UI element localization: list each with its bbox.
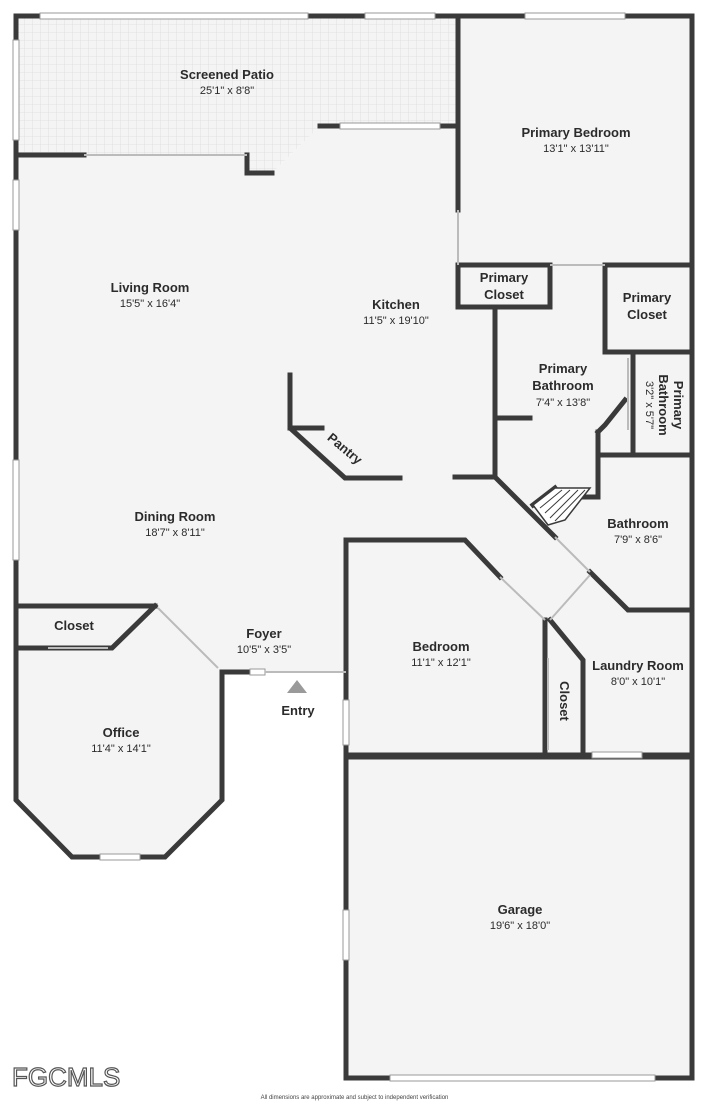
dining-room-name: Dining Room [135,509,216,524]
bedroom-name: Bedroom [412,639,469,654]
primary-bathroom-dims: 7'4" x 13'8" [536,397,590,409]
primary-bathroom-small-line1: Primary [671,381,686,430]
laundry-room-dims: 8'0" x 10'1" [611,676,665,688]
primary-bedroom-dims: 13'1" x 13'11" [543,143,609,155]
foyer-name: Foyer [246,626,281,641]
kitchen-dims: 11'5" x 19'10" [363,315,429,327]
primary-bathroom-small-line2: Bathroom [656,374,671,435]
laundry-room-name: Laundry Room [592,658,684,673]
primary-bathroom-line2: Bathroom [532,378,593,393]
entry-name: Entry [281,703,315,718]
bedroom-dims: 11'1" x 12'1" [411,657,471,669]
office-dims: 11'4" x 14'1" [91,743,151,755]
primary-closet-1-line1: Primary [480,270,529,285]
foyer-dims: 10'5" x 3'5" [237,644,291,656]
primary-closet-2-line2: Closet [627,307,667,322]
bathroom-dims: 7'9" x 8'6" [614,534,662,546]
primary-bathroom-small-dims: 3'2" x 5'7" [643,381,655,429]
floor-areas [16,16,692,1078]
living-room-name: Living Room [111,280,190,295]
primary-bedroom-name: Primary Bedroom [521,125,630,140]
kitchen-name: Kitchen [372,297,420,312]
brand-logo: FGCMLS [11,1061,121,1092]
dining-room-dims: 18'7" x 8'11" [145,527,205,539]
bathroom-name: Bathroom [607,516,668,531]
primary-closet-2-line1: Primary [623,290,672,305]
windows [12,12,656,1082]
entry-arrow-icon [287,680,307,693]
garage-dims: 19'6" x 18'0" [490,920,550,932]
garage-floor [346,757,692,1078]
disclaimer-text: All dimensions are approximate and subje… [260,1095,449,1101]
doorways [48,154,629,750]
screened-patio-name: Screened Patio [180,67,274,82]
living-room-dims: 15'5" x 16'4" [120,298,180,310]
closet-bedroom-name: Closet [557,681,572,721]
main-floor [16,16,692,857]
closet-office-name: Closet [54,618,94,633]
office-name: Office [103,725,140,740]
primary-closet-1-line2: Closet [484,287,524,302]
garage-name: Garage [498,902,543,917]
screened-patio-dims: 25'1" x 8'8" [200,85,254,97]
patio-floor [16,16,458,173]
stair-marking [531,487,592,526]
primary-bathroom-line1: Primary [539,361,588,376]
